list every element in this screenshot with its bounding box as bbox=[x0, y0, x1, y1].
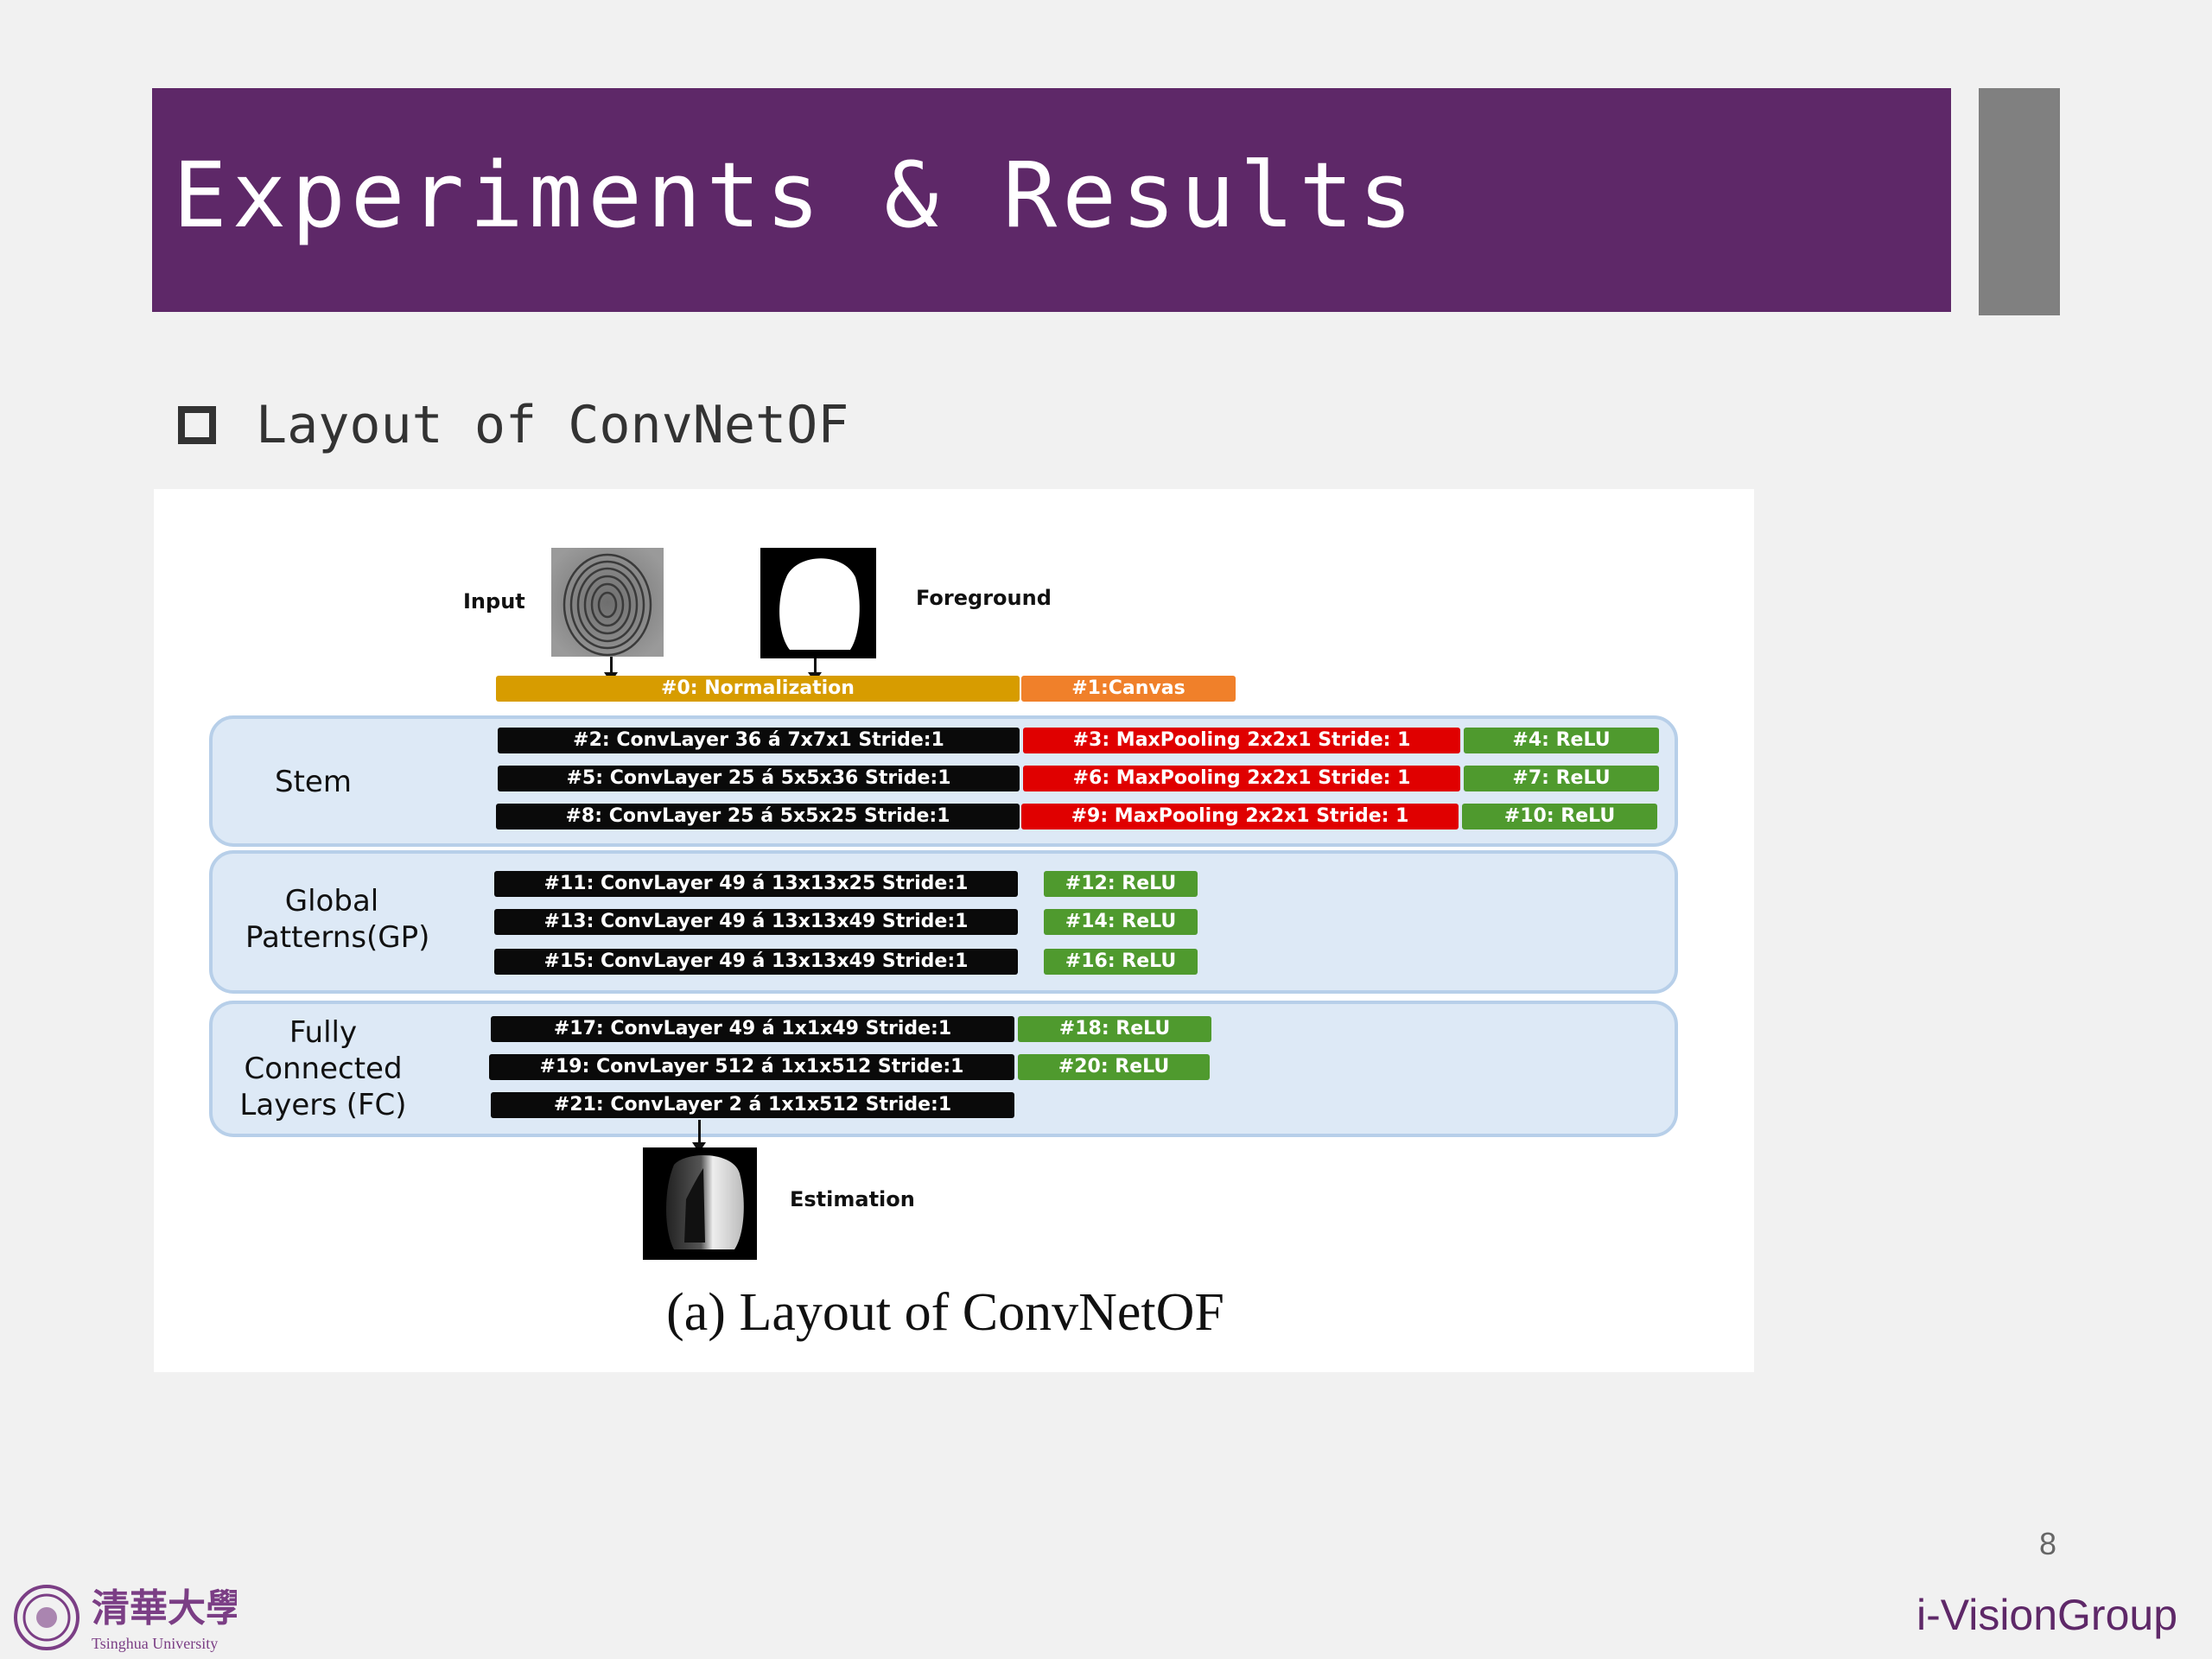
normalization-layer: #0: Normalization bbox=[496, 676, 1020, 702]
tsinghua-university-logo: 清華大學 Tsinghua University bbox=[12, 1581, 237, 1654]
stem-label: Stem bbox=[275, 764, 352, 800]
fingerprint-input-image bbox=[551, 548, 664, 657]
fc-conv-layer: #21: ConvLayer 2 á 1x1x512 Stride:1 bbox=[491, 1092, 1014, 1118]
figure-caption-text: (a) Layout of ConvNetOF bbox=[666, 1283, 1224, 1342]
canvas-layer: #1:Canvas bbox=[1021, 676, 1236, 702]
stem-maxpool-layer: #3: MaxPooling 2x2x1 Stride: 1 bbox=[1023, 728, 1460, 753]
fc-relu-layer: #20: ReLU bbox=[1018, 1054, 1210, 1080]
gp-relu-layer: #16: ReLU bbox=[1044, 949, 1198, 975]
fc-label-line1: Fully bbox=[228, 1014, 418, 1051]
foreground-mask-image bbox=[760, 548, 876, 658]
svg-text:清華大學: 清華大學 bbox=[92, 1586, 237, 1630]
figure-caption: (a) Layout of ConvNetOF bbox=[154, 1282, 1754, 1344]
section-heading: Layout of ConvNetOF bbox=[256, 399, 849, 451]
stem-maxpool-layer: #9: MaxPooling 2x2x1 Stride: 1 bbox=[1021, 804, 1459, 830]
stem-relu-layer: #10: ReLU bbox=[1462, 804, 1657, 830]
stem-maxpool-layer: #6: MaxPooling 2x2x1 Stride: 1 bbox=[1023, 766, 1460, 791]
svg-text:Tsinghua University: Tsinghua University bbox=[92, 1635, 218, 1652]
bullet-square-icon bbox=[178, 406, 216, 444]
brand-name: i-VisionGroup bbox=[1916, 1590, 2177, 1640]
gp-relu-layer: #14: ReLU bbox=[1044, 909, 1198, 935]
stem-conv-layer: #8: ConvLayer 25 á 5x5x25 Stride:1 bbox=[496, 804, 1020, 830]
stem-conv-layer: #5: ConvLayer 25 á 5x5x36 Stride:1 bbox=[498, 766, 1020, 791]
fc-label-line2: Connected bbox=[228, 1051, 418, 1087]
gp-relu-layer: #12: ReLU bbox=[1044, 871, 1198, 897]
fc-conv-layer: #17: ConvLayer 49 á 1x1x49 Stride:1 bbox=[491, 1016, 1014, 1042]
global-patterns-label-line1: Global bbox=[245, 883, 418, 919]
gp-conv-layer: #13: ConvLayer 49 á 13x13x49 Stride:1 bbox=[494, 909, 1018, 935]
foreground-label: Foreground bbox=[916, 586, 1052, 610]
gp-conv-layer: #11: ConvLayer 49 á 13x13x25 Stride:1 bbox=[494, 871, 1018, 897]
stem-conv-layer: #2: ConvLayer 36 á 7x7x1 Stride:1 bbox=[498, 728, 1020, 753]
title-banner: Experiments & Results bbox=[152, 88, 1951, 312]
fc-conv-layer: #19: ConvLayer 512 á 1x1x512 Stride:1 bbox=[489, 1054, 1014, 1080]
input-label: Input bbox=[463, 589, 525, 613]
stem-relu-layer: #7: ReLU bbox=[1464, 766, 1659, 791]
estimation-output-image bbox=[643, 1147, 757, 1260]
gp-conv-layer: #15: ConvLayer 49 á 13x13x49 Stride:1 bbox=[494, 949, 1018, 975]
output-arrow bbox=[698, 1120, 701, 1144]
input-arrow bbox=[610, 657, 613, 674]
global-patterns-label-line2: Patterns(GP) bbox=[245, 919, 418, 956]
estimation-label: Estimation bbox=[790, 1187, 915, 1211]
foreground-arrow bbox=[814, 658, 817, 674]
fc-label-line3: Layers (FC) bbox=[228, 1087, 418, 1123]
stem-relu-layer: #4: ReLU bbox=[1464, 728, 1659, 753]
convnetof-figure: Input Foreground #0: Normalization #1:Ca… bbox=[154, 489, 1754, 1372]
fc-relu-layer: #18: ReLU bbox=[1018, 1016, 1211, 1042]
page-number: 8 bbox=[2039, 1526, 2056, 1562]
slide-title: Experiments & Results bbox=[173, 150, 1418, 240]
title-accent-block bbox=[1979, 88, 2060, 315]
